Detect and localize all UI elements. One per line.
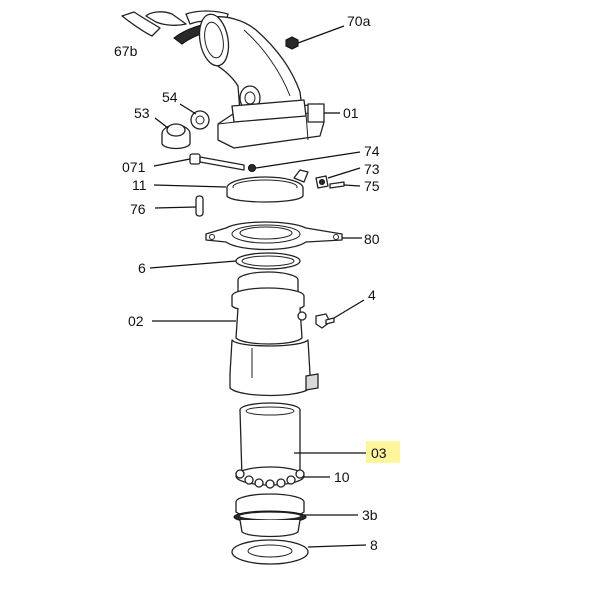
part-76-pin: [195, 195, 204, 217]
part-75-screw: [329, 181, 345, 189]
callout-3b: 3b: [362, 507, 378, 523]
callout-80: 80: [364, 231, 380, 247]
part-11-clamp-ring: [226, 169, 309, 203]
callout-53: 53: [134, 105, 150, 121]
callout-75: 75: [364, 178, 380, 194]
leader-4: [333, 299, 365, 319]
leader-76: [154, 206, 197, 209]
part-70a-nut: [285, 36, 299, 50]
part-8-washer: [231, 539, 309, 565]
part-071-bolt: [189, 153, 245, 171]
part-54-washer: [190, 110, 210, 130]
leader-071: [153, 158, 191, 167]
callout-10: 10: [334, 469, 350, 485]
leader-75: [343, 184, 361, 187]
part-10-bearing-balls: [235, 466, 305, 489]
callout-54: 54: [162, 89, 178, 105]
part-6-gasket: [235, 252, 301, 270]
callout-76: 76: [130, 201, 146, 217]
callout-11: 11: [132, 177, 147, 193]
callout-03: 03: [371, 445, 387, 461]
callout-03-highlight: [366, 441, 400, 463]
callout-labels: 70a 67b 01 53 54 74 071 73 11 75 76 80 6…: [114, 13, 400, 553]
part-74-nut: [247, 163, 257, 173]
callout-8: 8: [370, 537, 378, 553]
part-73-clip: [315, 175, 329, 189]
callout-6: 6: [138, 260, 146, 276]
part-4-bolt: [315, 313, 335, 329]
callout-70a: 70a: [347, 13, 371, 29]
leader-lines: [149, 25, 367, 548]
leader-73: [327, 167, 361, 179]
callout-4: 4: [368, 287, 376, 303]
leader-8: [307, 544, 367, 548]
leader-6: [149, 260, 237, 269]
callout-67b: 67b: [114, 43, 138, 59]
part-53-cap: [161, 123, 191, 150]
part-01-elbow-housing: [198, 13, 325, 149]
part-3b-ring: [233, 493, 307, 538]
part-03-liner: [239, 402, 301, 485]
callout-02: 02: [128, 313, 144, 329]
leader-11: [153, 184, 227, 188]
part-80-gasket-plate: [205, 221, 343, 251]
leader-54: [179, 103, 197, 115]
leader-70a: [297, 25, 345, 44]
callout-74: 74: [364, 143, 380, 159]
callout-071: 071: [122, 159, 146, 175]
callout-01: 01: [343, 105, 359, 121]
leader-53: [154, 117, 169, 129]
part-02-cylinder-housing: [229, 271, 319, 397]
leader-74: [255, 151, 361, 169]
callout-73: 73: [364, 161, 380, 177]
